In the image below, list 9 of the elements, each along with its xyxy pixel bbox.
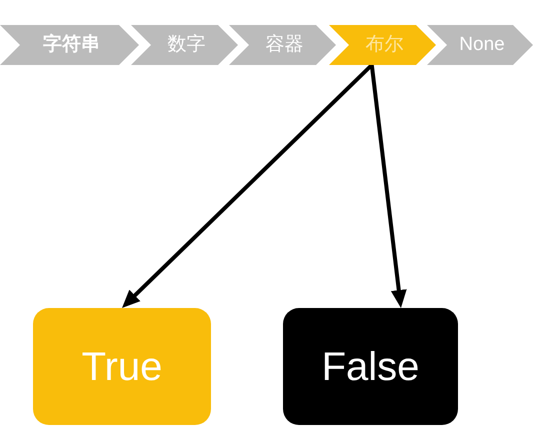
rounded-box: True: [33, 308, 211, 425]
chevron-step: 数字: [131, 25, 238, 65]
rounded-box: False: [283, 308, 458, 425]
chevron-step: 字符串: [0, 25, 139, 65]
arrow: [370, 64, 407, 308]
arrow: [120, 64, 374, 310]
chevron-step: 容器: [229, 25, 336, 65]
chevron-step: 布尔: [329, 25, 436, 65]
chevron-step: None: [427, 25, 533, 65]
